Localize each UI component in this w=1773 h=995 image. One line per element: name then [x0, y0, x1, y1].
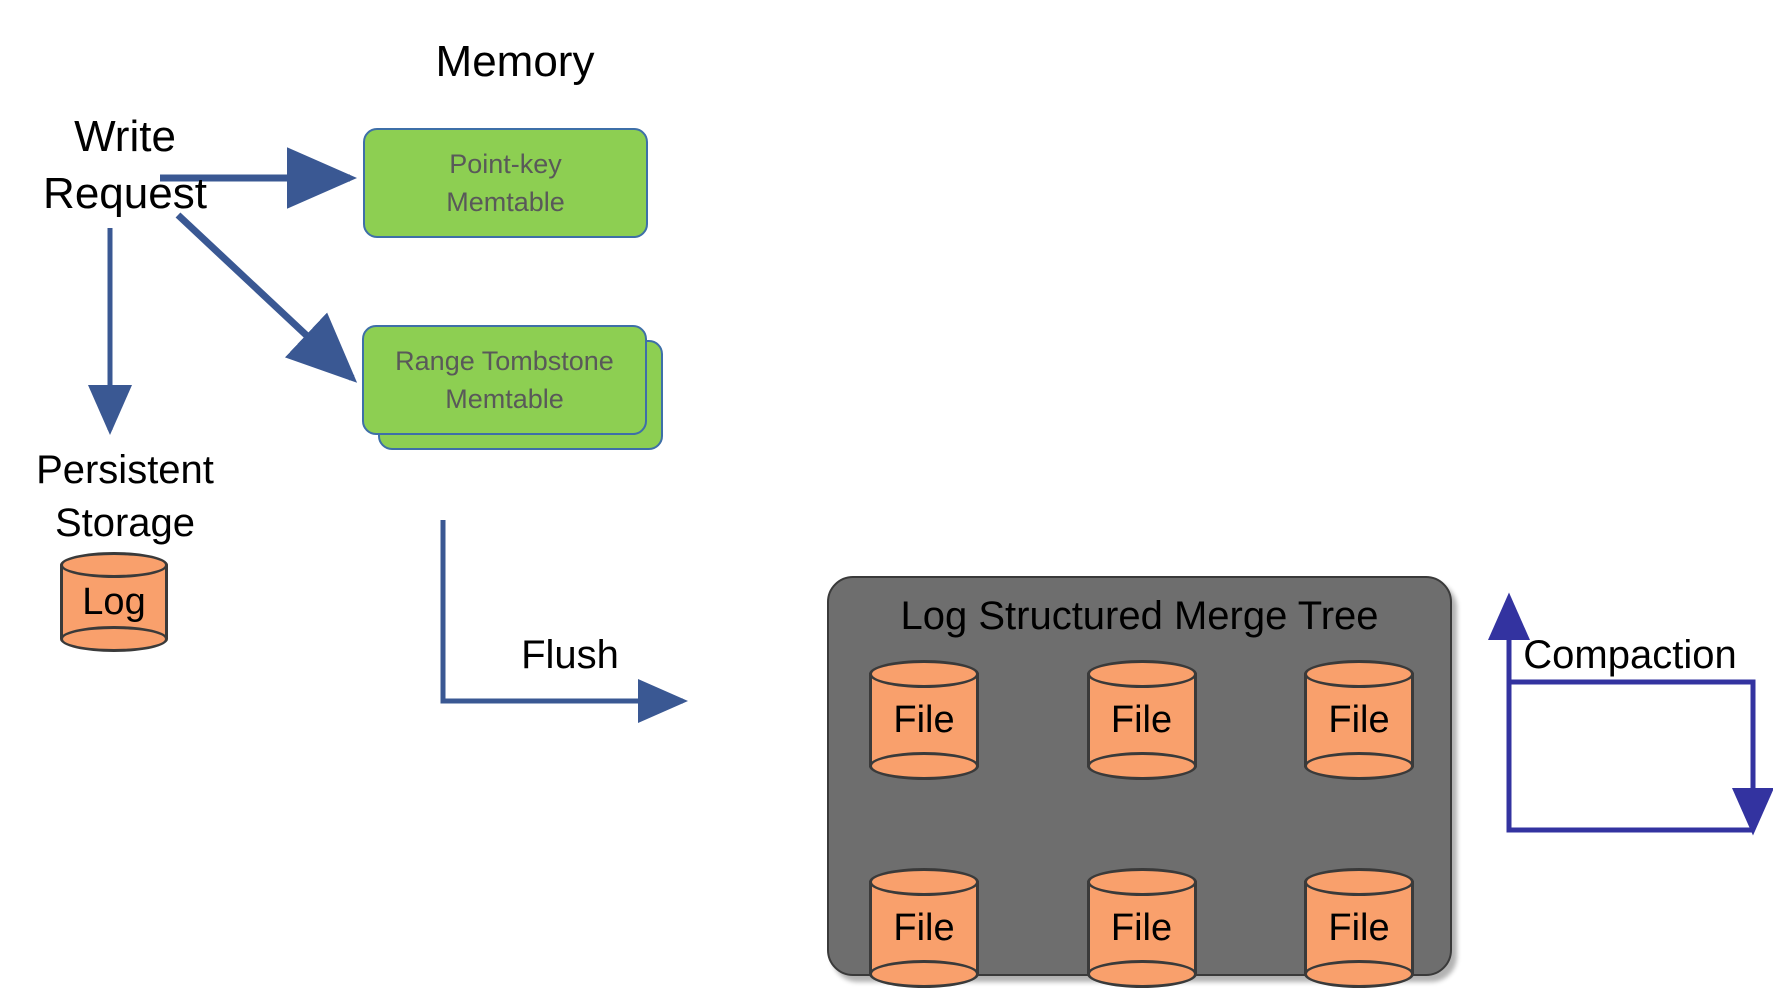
file-cylinder-label: File — [1110, 906, 1173, 949]
lsm-file-row-2: File File File — [869, 868, 1414, 988]
cylinder-top-ellipse — [1304, 660, 1414, 688]
file-cylinder-label: File — [893, 906, 955, 949]
file-cylinder[interactable]: File — [1086, 868, 1197, 988]
cylinder-top-ellipse — [1086, 868, 1197, 896]
cylinder-bottom-ellipse — [869, 752, 979, 780]
lsm-tree-container[interactable]: Log Structured Merge Tree File File File — [827, 576, 1452, 988]
file-cylinder-label: File — [1328, 906, 1390, 949]
file-cylinder[interactable]: File — [1304, 660, 1414, 780]
log-cylinder-label: Log — [82, 580, 146, 623]
lsm-file-row-1: File File File — [869, 660, 1414, 780]
cylinder-top-ellipse — [1086, 660, 1197, 688]
file-cylinder-label: File — [1110, 698, 1173, 741]
cylinder-bottom-ellipse — [1304, 752, 1414, 780]
cylinder-bottom-ellipse — [1304, 960, 1414, 988]
cylinder-top-ellipse — [869, 868, 979, 896]
file-cylinder[interactable]: File — [1304, 868, 1414, 988]
flush-label: Flush — [521, 633, 619, 677]
cylinder-top-ellipse — [1304, 868, 1414, 896]
cylinder-bottom-ellipse — [1086, 960, 1197, 988]
cylinder-top-ellipse — [869, 660, 979, 688]
cylinder-bottom-ellipse — [60, 626, 168, 652]
cylinder-top-ellipse — [60, 552, 168, 578]
log-cylinder[interactable]: Log — [60, 552, 168, 652]
cylinder-bottom-ellipse — [869, 960, 979, 988]
lsm-tree-title: Log Structured Merge Tree — [900, 594, 1379, 638]
file-cylinder-label: File — [1328, 698, 1390, 741]
file-cylinder-label: File — [893, 698, 955, 741]
arrow-write-to-range-tombstone-memtable — [175, 212, 358, 383]
file-cylinder[interactable]: File — [869, 868, 979, 988]
file-cylinder[interactable]: File — [869, 660, 979, 780]
memory-label: Memory — [435, 37, 595, 86]
cylinder-bottom-ellipse — [1086, 752, 1197, 780]
file-cylinder[interactable]: File — [1086, 660, 1197, 780]
compaction-label: Compaction — [1523, 633, 1737, 677]
